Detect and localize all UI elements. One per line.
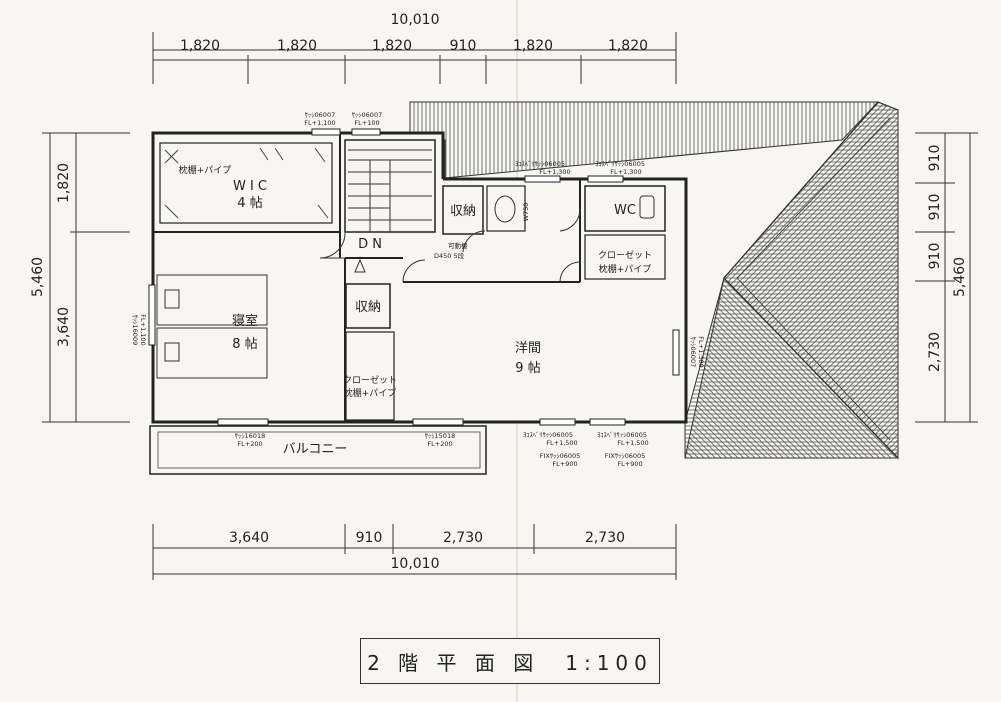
storage-label-1: 収納 <box>450 204 476 219</box>
window-fl-3: FL+1,300 <box>539 168 570 176</box>
left-dim-1: 1,820 <box>56 163 72 203</box>
bottom-dimension-lines <box>152 524 677 580</box>
bed-furniture <box>156 274 268 379</box>
closet-label-2: クローゼット <box>343 374 397 386</box>
window-label-4: ﾖｺｽﾍﾞﾘｻｯｼ06005 <box>595 160 645 168</box>
window-fl-11: FL+900 <box>552 460 577 468</box>
top-dim-6: 1,820 <box>608 38 648 54</box>
toilet-fixture <box>494 195 655 223</box>
right-dimension-lines <box>915 132 978 423</box>
drawing-title: 2 階 平 面 図 1:100 <box>360 638 660 684</box>
top-dim-3: 1,820 <box>372 38 412 54</box>
bottom-dim-1: 3,640 <box>229 530 269 546</box>
right-dim-3: 910 <box>927 243 943 270</box>
window-fl-8: FL+200 <box>427 440 452 448</box>
window-label-9: ﾖｺｽﾍﾞﾘｻｯｼ06005 <box>523 431 573 439</box>
window-fl-10: FL+1,500 <box>617 439 648 447</box>
bottom-dim-2: 910 <box>356 530 383 546</box>
window-fl-9: FL+1,500 <box>546 439 577 447</box>
wic-label: W I C <box>233 179 267 194</box>
top-dimension-lines <box>152 32 677 84</box>
bottom-dim-4: 2,730 <box>585 530 625 546</box>
window-label-1: ｻｯｼ06007 <box>305 111 335 119</box>
window-label-5: ｻｯｼ16009 <box>131 315 139 345</box>
wic-hanger-marks <box>164 147 329 219</box>
right-dim-2: 910 <box>927 194 943 221</box>
balcony-label: バルコニー <box>283 442 348 457</box>
top-dim-5: 1,820 <box>513 38 553 54</box>
window-label-2: ｻｯｼ06007 <box>352 111 382 119</box>
window-marks <box>148 128 680 426</box>
window-fl-12: FL+900 <box>617 460 642 468</box>
bedroom-size: 8 帖 <box>232 337 257 352</box>
window-label-7: ｻｯｼ16018 <box>235 432 265 440</box>
balcony-outline <box>149 425 487 475</box>
shelf-note-1: 可動棚 <box>448 241 468 250</box>
shelf-note-2: D450 5段 <box>434 251 465 260</box>
wc-label: WC <box>614 203 636 218</box>
youma-size: 9 帖 <box>515 361 540 376</box>
stair-arrow-icon <box>354 258 366 273</box>
window-fl-4: FL+1,300 <box>610 168 641 176</box>
window-label-6: ｻｯｼ06007 <box>689 337 697 367</box>
top-total-dim: 10,010 <box>391 12 440 28</box>
outer-walls <box>151 131 688 424</box>
youma-label: 洋間 <box>515 341 541 356</box>
window-fl-5: FL+1,100 <box>139 314 147 345</box>
window-label-12: FIXｻｯｼ06005 <box>605 452 646 460</box>
w750-note: W750 <box>522 203 530 222</box>
window-fl-1: FL+1,100 <box>304 119 335 127</box>
wic-size: 4 帖 <box>237 196 262 211</box>
door-swings <box>319 208 581 283</box>
window-label-11: FIXｻｯｼ06005 <box>540 452 581 460</box>
window-label-8: ｻｯｼ15018 <box>425 432 455 440</box>
bottom-dim-3: 2,730 <box>443 530 483 546</box>
window-fl-6: FL+1,300 <box>697 336 705 367</box>
window-label-10: ﾖｺｽﾍﾞﾘｻｯｼ06005 <box>597 431 647 439</box>
left-dimension-lines <box>42 132 130 423</box>
window-label-3: ﾖｺｽﾍﾞﾘｻｯｼ06005 <box>515 160 565 168</box>
balcony-inner <box>157 431 481 469</box>
window-fl-7: FL+200 <box>237 440 262 448</box>
right-total-dim: 5,460 <box>952 257 968 297</box>
staircase <box>348 149 432 232</box>
right-dim-4: 2,730 <box>927 332 943 372</box>
interior-walls <box>153 133 666 422</box>
stair-dn-label: D N <box>358 237 382 252</box>
closet-shelf-note-1: 枕棚+パイプ <box>599 263 652 275</box>
wic-shelf-note: 枕棚+パイプ <box>179 164 232 176</box>
top-dim-4: 910 <box>450 38 477 54</box>
storage-label-2: 収納 <box>355 300 381 315</box>
top-dim-1: 1,820 <box>180 38 220 54</box>
closet-label-1: クローゼット <box>598 249 652 261</box>
bedroom-label: 寝室 <box>232 313 258 329</box>
closet-shelf-note-2: 枕棚+パイプ <box>344 387 397 399</box>
left-dim-2: 3,640 <box>56 307 72 347</box>
right-dim-1: 910 <box>927 145 943 172</box>
bottom-total-dim: 10,010 <box>391 556 440 572</box>
window-fl-2: FL+100 <box>354 119 379 127</box>
left-total-dim: 5,460 <box>30 257 46 297</box>
top-dim-2: 1,820 <box>277 38 317 54</box>
roof-hatching <box>409 101 900 460</box>
